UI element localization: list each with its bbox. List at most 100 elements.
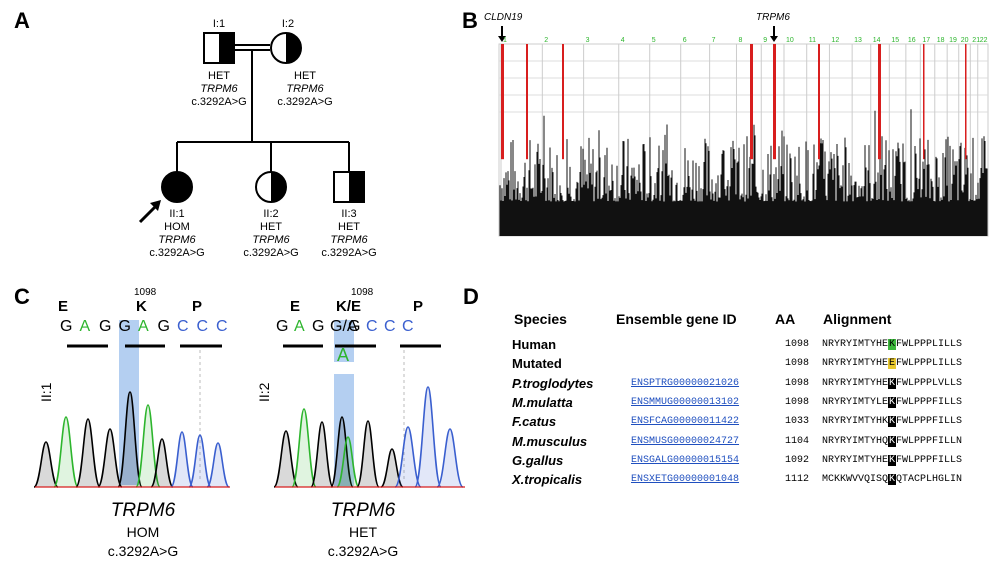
caption-right: TRPM6 HET c.3292A>G xyxy=(318,500,408,559)
pedigree-ii2-symbol xyxy=(255,171,287,203)
pedigree-ii1-gene: TRPM6 xyxy=(158,234,196,246)
species-name: M.mulatta xyxy=(512,394,573,410)
pedigree-ii3-id: II:3 xyxy=(341,208,357,220)
aa-position: 1098 xyxy=(785,358,810,370)
pedigree-ii2-id: II:2 xyxy=(263,208,279,220)
conserved-residue: K xyxy=(888,416,897,428)
pedigree-ii3-info: II:3 HET TRPM6 c.3292A>G xyxy=(319,208,379,260)
conserved-residue: K xyxy=(888,377,897,389)
pedigree-ii3-status: HET xyxy=(338,221,360,233)
base-letter: G xyxy=(276,318,289,335)
chromosome-label: 7 xyxy=(712,37,716,44)
aa-position: 1098 xyxy=(785,339,810,350)
conserved-residue: K xyxy=(888,474,897,486)
species-name: Mutated xyxy=(512,356,562,372)
gene-id-link[interactable]: ENSGALG00000015154 xyxy=(631,454,740,466)
chromatogram-area xyxy=(33,320,465,488)
trace-peak xyxy=(53,416,79,488)
panel-label-b: B xyxy=(462,8,478,33)
arrow-down-icon-trpm6 xyxy=(770,26,778,42)
pedigree-ii2-variant: c.3292A>G xyxy=(243,247,299,259)
trace-peak xyxy=(436,428,464,488)
chromosome-label: 2 xyxy=(544,37,548,44)
pedigree-i2-symbol xyxy=(270,32,302,64)
trace-peak xyxy=(97,428,123,488)
aa-position: 1092 xyxy=(785,454,810,466)
chromosome-label: 4 xyxy=(621,37,625,44)
alignment-sequence: NRYRYIMTYLEKFWLPPPFILLS xyxy=(822,396,963,408)
proband-arrow-icon xyxy=(138,200,161,224)
trace-peak xyxy=(170,431,194,488)
base-letter: C xyxy=(402,318,414,335)
trace-peak xyxy=(75,418,101,488)
gene-id-link[interactable]: ENSFCAG00000011422 xyxy=(631,416,740,428)
trace-peak xyxy=(33,441,59,488)
caption-right-gene: TRPM6 xyxy=(330,500,396,521)
chromosome-label: 5 xyxy=(652,37,656,44)
trace-peak xyxy=(310,421,334,488)
panel-label-d: D xyxy=(463,284,479,309)
base-letter: G/A xyxy=(330,318,358,335)
linkage-peak xyxy=(773,44,776,160)
aa-right-ke: K/E xyxy=(336,298,362,315)
aa-position: 1098 xyxy=(785,377,810,389)
chromosome-label: 15 xyxy=(891,37,899,44)
pedigree-ii2-status: HET xyxy=(260,221,282,233)
alignment-sequence: NRYRYIMTYHKKFWLPPPFILLS xyxy=(822,416,963,428)
species-name: X.tropicalis xyxy=(512,472,583,488)
pedigree-ii3-symbol xyxy=(333,171,365,203)
linkage-peak xyxy=(562,44,564,160)
pedigree-ii2-gene: TRPM6 xyxy=(252,234,290,246)
arrow-down-icon-cldn19 xyxy=(498,26,506,42)
aa-position: 1104 xyxy=(785,435,810,447)
pedigree-ii2-info: II:2 HET TRPM6 c.3292A>G xyxy=(241,208,301,260)
marker-cldn19-label: CLDN19 xyxy=(484,12,523,23)
sample-label-right: II:2 xyxy=(256,382,272,402)
conserved-residue: K xyxy=(888,454,897,466)
base-letter: G xyxy=(348,318,361,335)
trace-peak xyxy=(291,408,317,488)
panel-label-c: C xyxy=(14,284,30,309)
species-name: Human xyxy=(512,337,557,352)
pedigree-i2-variant: c.3292A>G xyxy=(277,96,333,108)
gene-id-link[interactable]: ENSXETG00000001048 xyxy=(631,474,740,486)
trace-peak xyxy=(206,442,230,488)
base-letter: G xyxy=(157,318,170,335)
chromosome-label: 12 xyxy=(831,37,839,44)
trace-peak xyxy=(336,436,360,488)
alignment-sequence: MCKKWVVQISQKQTACPLHGLIN xyxy=(822,474,963,486)
chromosome-label: 13 xyxy=(854,37,862,44)
base-letter: A xyxy=(294,318,305,335)
sample-label-left: II:1 xyxy=(38,382,54,402)
chromosome-label: 20 xyxy=(961,37,969,44)
highlight-right-top xyxy=(334,320,354,362)
linkage-peak xyxy=(501,44,504,160)
chromosome-label: 6 xyxy=(683,37,687,44)
caption-left-gene: TRPM6 xyxy=(110,500,176,521)
pedigree-i1-gene: TRPM6 xyxy=(200,83,238,95)
base-letter: G xyxy=(60,318,73,335)
base-letter: C xyxy=(216,318,228,335)
gene-id-link[interactable]: ENSMMUG00000013102 xyxy=(631,396,740,408)
linkage-peak xyxy=(965,44,967,160)
pedigree-i1-status: HET xyxy=(208,70,230,82)
marker-trpm6-label: TRPM6 xyxy=(756,12,790,23)
base-letter: G xyxy=(312,318,325,335)
gene-id-link[interactable]: ENSMUSG00000024727 xyxy=(631,435,740,447)
pedigree-diagram xyxy=(138,32,365,224)
chromosome-label: 3 xyxy=(586,37,590,44)
species-name: M.musculus xyxy=(512,433,588,449)
linkage-peak xyxy=(923,44,925,160)
chromosome-label: 18 xyxy=(937,37,945,44)
position-right: 1098 xyxy=(351,287,374,298)
alignment-sequence: NRYRYIMTYHEEFWLPPPLILLS xyxy=(822,358,963,370)
extra-base-a: A xyxy=(337,345,350,365)
header-species: Species xyxy=(514,311,567,327)
panel-label-a: A xyxy=(14,8,30,33)
caption-left: TRPM6 HOM c.3292A>G xyxy=(98,500,188,559)
base-letter: C xyxy=(177,318,189,335)
chromosome-label: 9 xyxy=(763,37,767,44)
gene-id-link[interactable]: ENSPTRG00000021026 xyxy=(631,377,740,389)
pedigree-i1-id: I:1 xyxy=(212,18,226,30)
header-alignment: Alignment xyxy=(823,311,892,327)
